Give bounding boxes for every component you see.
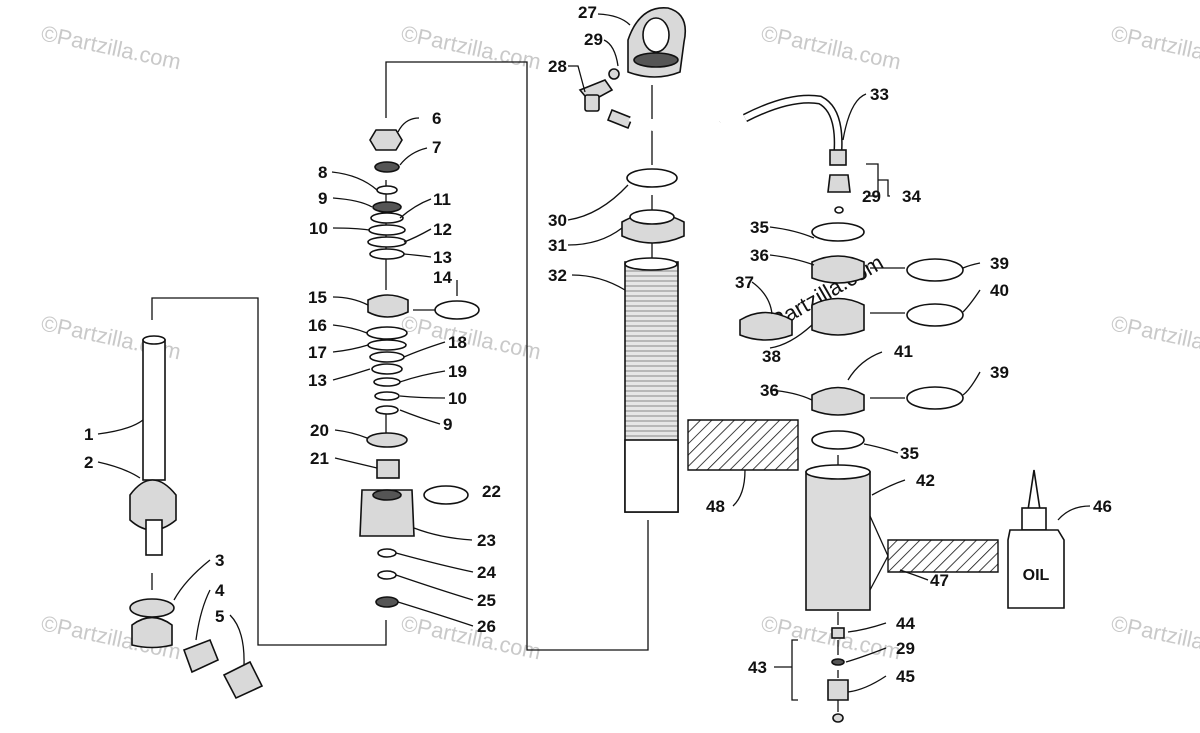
callout-28: 28 (548, 57, 567, 76)
callout-34: 34 (902, 187, 921, 206)
callout-17: 17 (308, 343, 327, 362)
watermark: ©Partzilla.com (759, 20, 903, 74)
callout-40: 40 (990, 281, 1009, 300)
callout-7: 7 (432, 138, 441, 157)
callout-4: 4 (215, 581, 225, 600)
watermark: ©Partzilla.com (1109, 610, 1200, 664)
part-46-oil-bottle: OIL (1007, 469, 1065, 609)
callout-12: 12 (433, 220, 452, 239)
shaft-assembly (129, 335, 264, 700)
callout-31: 31 (548, 236, 567, 255)
reservoir-parts (739, 222, 999, 723)
callout-6: 6 (432, 109, 441, 128)
callout-35: 35 (900, 444, 919, 463)
callout-29: 29 (862, 187, 881, 206)
callout-14: 14 (433, 268, 452, 287)
callout-25: 25 (477, 591, 496, 610)
callout-23: 23 (477, 531, 496, 550)
shock-body-parts (621, 168, 799, 513)
callout-10: 10 (448, 389, 467, 408)
callout-20: 20 (310, 421, 329, 440)
callout-29: 29 (896, 639, 915, 658)
callout-24: 24 (477, 563, 496, 582)
callout-26: 26 (477, 617, 496, 636)
callout-9: 9 (318, 189, 327, 208)
callout-41: 41 (894, 342, 913, 361)
callout-19: 19 (448, 362, 467, 381)
watermark: ©Partzilla.com (1109, 20, 1200, 74)
callout-38: 38 (762, 347, 781, 366)
callout-48: 48 (706, 497, 725, 516)
callout-13: 13 (433, 248, 452, 267)
assembly-lines (151, 61, 905, 712)
callout-5: 5 (215, 607, 224, 626)
callout-35: 35 (750, 218, 769, 237)
callout-32: 32 (548, 266, 567, 285)
part-34-valve (827, 174, 851, 214)
part-28-elbow-fitting (578, 68, 722, 136)
callout-10: 10 (309, 219, 328, 238)
watermark: ©Partzilla.com (39, 20, 183, 74)
callout-11: 11 (433, 190, 451, 209)
watermark: ©Partzilla.com (759, 610, 903, 664)
callout-37: 37 (735, 273, 754, 292)
callout-3: 3 (215, 551, 224, 570)
callout-30: 30 (548, 211, 567, 230)
watermark: ©Partzilla.com (1109, 310, 1200, 364)
watermark: ©Partzilla.com (399, 310, 543, 364)
callout-18: 18 (448, 333, 467, 352)
part-27-top-mount (627, 7, 687, 78)
callout-8: 8 (318, 163, 327, 182)
callout-33: 33 (870, 85, 889, 104)
watermark: ©Partzilla.com (399, 610, 543, 664)
callout-16: 16 (308, 316, 327, 335)
callouts: 27 29 28 33 6 7 8 9 11 10 12 13 14 15 16… (84, 3, 1112, 686)
oil-label: OIL (1023, 567, 1050, 584)
callout-22: 22 (482, 482, 501, 501)
callout-39: 39 (990, 363, 1009, 382)
callout-44: 44 (896, 614, 915, 633)
watermark: ©Partzilla.com (399, 20, 543, 74)
callout-21: 21 (310, 449, 329, 468)
callout-43: 43 (748, 658, 767, 677)
callout-9: 9 (443, 415, 452, 434)
callout-29: 29 (584, 30, 603, 49)
part-33-hose (742, 94, 847, 166)
piston-stack (359, 129, 480, 608)
callout-1: 1 (84, 425, 93, 444)
callout-27: 27 (578, 3, 597, 22)
callout-42: 42 (916, 471, 935, 490)
callout-47: 47 (930, 571, 949, 590)
callout-46: 46 (1093, 497, 1112, 516)
callout-39: 39 (990, 254, 1009, 273)
callout-13: 13 (308, 371, 327, 390)
callout-36: 36 (760, 381, 779, 400)
callout-15: 15 (308, 288, 327, 307)
leader-lines (97, 13, 1091, 693)
callout-36: 36 (750, 246, 769, 265)
callout-2: 2 (84, 453, 93, 472)
callout-45: 45 (896, 667, 915, 686)
